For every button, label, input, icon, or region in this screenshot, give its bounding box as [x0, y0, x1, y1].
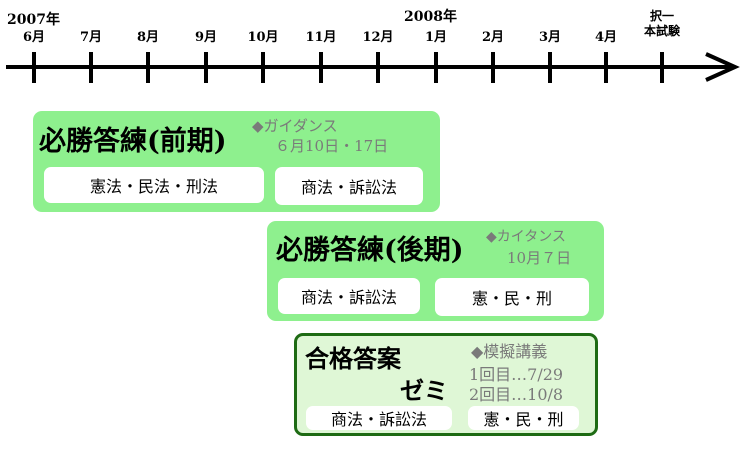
- year-2007: 2007年: [7, 12, 60, 28]
- month-label: 2月: [481, 30, 505, 45]
- month-label: 9月: [194, 30, 218, 45]
- month-label: 11月: [305, 30, 337, 45]
- subject-box: 商法・訴訟法: [275, 167, 423, 205]
- month-label: 7月: [79, 30, 103, 45]
- month-label: 12月: [362, 30, 394, 45]
- guidance-date: 10月７日: [507, 249, 572, 267]
- month-label: 6月: [22, 30, 46, 45]
- month-label: 10月: [247, 30, 279, 45]
- course-panel-kouki: 必勝答練(後期) ◆カイタンス 10月７日 商法・訴訟法 憲・民・刑: [267, 221, 604, 321]
- mock-lecture-label: ◆模擬講義: [471, 342, 548, 361]
- exam-line1: 択一: [649, 9, 674, 23]
- month-label: 1月: [424, 30, 448, 45]
- month-label: 4月: [594, 30, 618, 45]
- guidance-dates: ６月10日・17日: [275, 137, 389, 155]
- guidance-label: ◆カイタンス: [486, 229, 566, 245]
- year-2008: 2008年: [404, 9, 457, 25]
- timeline-axis: [6, 52, 740, 83]
- course-title: 必勝答練(前期): [39, 126, 227, 157]
- course-title: 必勝答練(後期): [276, 235, 464, 266]
- month-label: 8月: [136, 30, 160, 45]
- exam-line2: 本試験: [643, 24, 680, 38]
- subject-box: 商法・訴訟法: [278, 278, 420, 314]
- month-label: 3月: [538, 30, 562, 45]
- session-2: 2回目…10/8: [469, 385, 564, 404]
- session-1: 1回目…7/29: [469, 365, 564, 384]
- final-exam-label: 択一 本試験: [627, 9, 697, 39]
- subject-box: 憲・民・刑: [435, 278, 589, 316]
- course-panel-zenki: 必勝答練(前期) ◆ガイダンス ６月10日・17日 憲法・民法・刑法 商法・訴訟…: [33, 111, 440, 212]
- subject-box: 憲法・民法・刑法: [44, 167, 264, 203]
- course-title-line2: ゼミ: [400, 376, 448, 405]
- guidance-label: ◆ガイダンス: [252, 117, 338, 135]
- course-title-line1: 合格答案: [305, 344, 401, 373]
- course-panel-zemi: 合格答案 ゼミ ◆模擬講義 1回目…7/29 2回目…10/8 商法・訴訟法 憲…: [294, 333, 598, 436]
- subject-box: 憲・民・刑: [468, 406, 579, 430]
- subject-box: 商法・訴訟法: [306, 406, 452, 430]
